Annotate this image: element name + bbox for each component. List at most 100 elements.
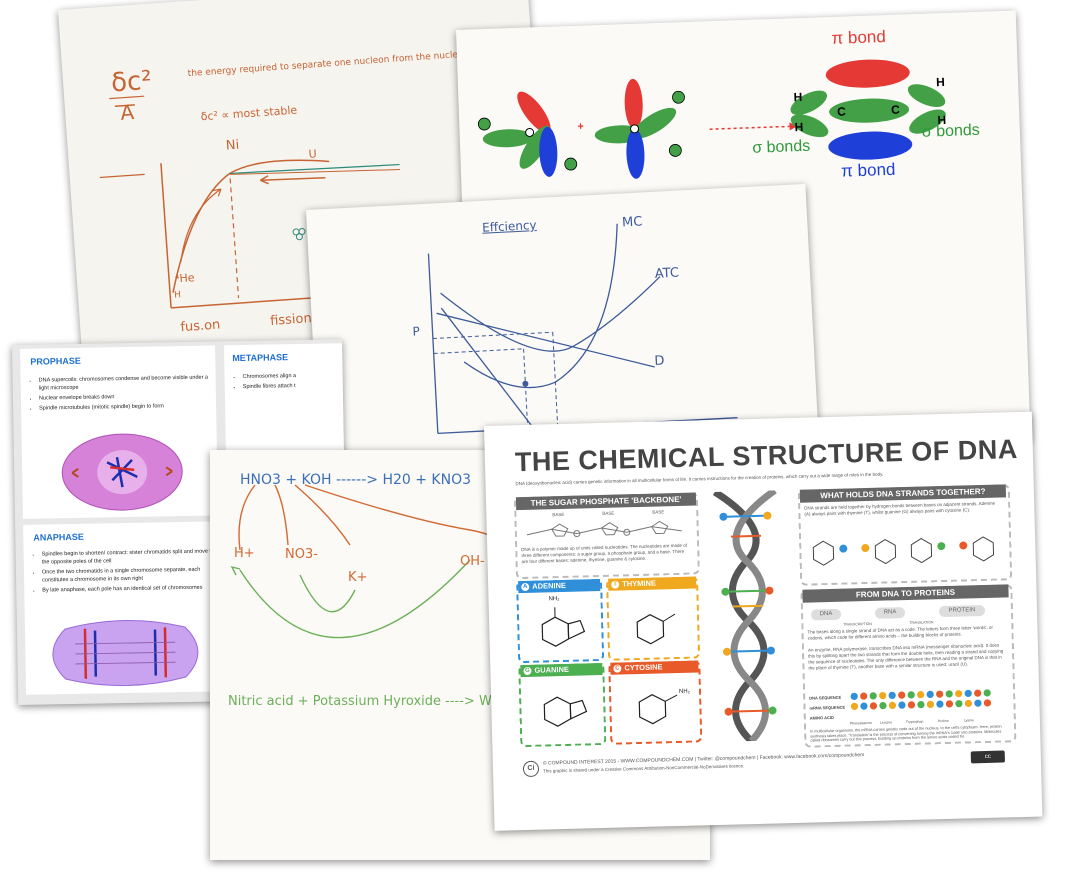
carbon-right-label: C [890,102,900,117]
hydrogen-label: H [794,119,804,135]
peak-label: Ni [225,137,240,154]
anaphase-list: Spindles begin to shorten/ contract: sis… [32,547,221,596]
sequence-bead [850,692,858,701]
sequence-bead [888,691,896,700]
sequence-bead [945,690,953,698]
econ-title: Effciency [481,217,537,235]
translation-label: TRANSLATION [909,620,934,625]
sequence-bead [964,689,972,698]
k-plus-label: K+ [348,570,368,585]
sequence-bead [945,700,954,708]
sequence-bead [898,701,906,709]
sequence-bead [850,702,859,710]
sequence-bead [907,701,916,709]
flow-dna: DNA [810,608,842,621]
list-item: DNA supercoils: chromosomes condense and… [39,374,209,393]
mc-label: MC [621,214,643,231]
list-item: Spindle fibres attach t [243,381,347,391]
ion-arrows-diagram [230,484,506,639]
formula-top: δc² [110,65,153,99]
thymine-letter: T [611,580,620,589]
sequence-bead [926,690,934,699]
binding-energy-graph [99,95,400,309]
formula-bottom: A [119,99,135,125]
sigma-bonds-left-label: σ bonds [752,137,811,157]
hydrogen-label: H [935,74,946,90]
base-label: BASE [552,511,565,518]
oh-label: OH- [460,554,485,569]
list-item: Spindle microtubules (mitotic spindle) b… [39,402,209,413]
creative-commons-badge: cc [970,750,1005,764]
fusion-label: fus.on [179,317,221,336]
dna-helix [712,490,777,743]
pi-bond-bottom-label: π bond [840,159,896,181]
anaphase-title: ANAPHASE [33,531,84,543]
sequence-bead [917,701,925,709]
cytosine-nh2: NH₂ [678,688,691,695]
prophase-list: DNA supercoils: chromosomes condense and… [29,374,210,415]
sequence-bead [936,700,944,708]
hydrogen-label: H [793,89,803,105]
list-item: Once the two chromatids in a single chro… [42,565,220,584]
sequence-bead [860,702,868,710]
adenine-nh2: NH₂ [548,596,560,603]
metaphase-list: Chromosomes align a Spindle fibres attac… [233,371,347,393]
mrna-sequence-label: mRNA SEQUENCE [809,704,846,711]
anaphase-slide[interactable]: ANAPHASE Spindles begin to shorten/ cont… [23,521,222,695]
word-equation: Nitric acid + Potassium Hyroxide ----> W… [228,694,518,709]
sequence-bead [879,702,887,710]
sequence-bead [879,692,887,700]
base-structures [541,607,678,727]
sequence-bead [869,692,877,700]
binding-energy-sheet[interactable]: δc² A the energy required to separate on… [58,0,552,370]
backbone-diagram [526,520,682,538]
amino-name: Leucine [879,720,893,725]
d-label: D [654,353,665,369]
he-label: ⁴He [174,271,195,286]
list-item: By late anaphase, each pole has an ident… [42,583,220,594]
adenine-label: ADENINE [532,580,567,591]
compound-interest-logo: Ci [522,760,540,778]
sequence-beads [850,689,992,710]
fission-label: fission [269,311,313,329]
reaction-equation: HNO3 + KOH ------> H20 + KNO3 [240,472,472,488]
no3-label: NO3- [285,547,318,562]
metaphase-title: METAPHASE [232,352,289,364]
dna-poster[interactable]: THE CHEMICAL STRUCTURE OF DNA DNA (deoxy… [484,411,1043,831]
base-pair-diagram [812,536,995,566]
amino-name: Tryptophan [905,719,924,725]
u-label: U [308,147,318,161]
anaphase-cell-image [52,620,199,687]
sequence-bead [860,692,868,700]
flow-rna: RNA [874,607,906,619]
sequence-bead [898,691,906,699]
atc-label: ATC [654,265,680,282]
transcription-label: TRANSCRIPTION [843,621,872,627]
h-label: H [173,290,182,301]
dna-sequence-label: DNA SEQUENCE [809,694,842,701]
list-item: Nuclear envelope breaks down [39,392,209,403]
thymine-label: THYMINE [622,578,657,589]
amino-acid-label: AMINO ACID [809,714,834,721]
prophase-title: PROPHASE [30,355,81,367]
sequence-bead [917,691,925,699]
sigma-bonds-right-label: σ bonds [921,121,981,141]
amino-name: Phenylalanine [849,720,872,726]
hydrogen-label: H [937,112,947,128]
amino-name: Lysine [963,718,974,723]
sequence-bead [983,689,991,697]
plus-sign: + [577,120,585,133]
base-label: BASE [652,509,665,515]
sequence-bead [936,690,944,698]
amino-name: Proline [937,718,949,724]
sequence-bead [955,690,963,698]
p-label: P [412,324,421,339]
adenine-letter: A [521,582,530,592]
base-label: BASE [602,510,615,516]
list-item: Chromosomes align a [243,371,347,381]
prophase-slide[interactable]: PROPHASE DNA supercoils: chromosomes con… [20,345,219,519]
orbital-bonds-sheet[interactable]: + π bond π bond σ bonds σ bonds C C H H … [456,10,1031,460]
sequence-bead [974,689,982,697]
prophase-cell-image [61,433,183,511]
